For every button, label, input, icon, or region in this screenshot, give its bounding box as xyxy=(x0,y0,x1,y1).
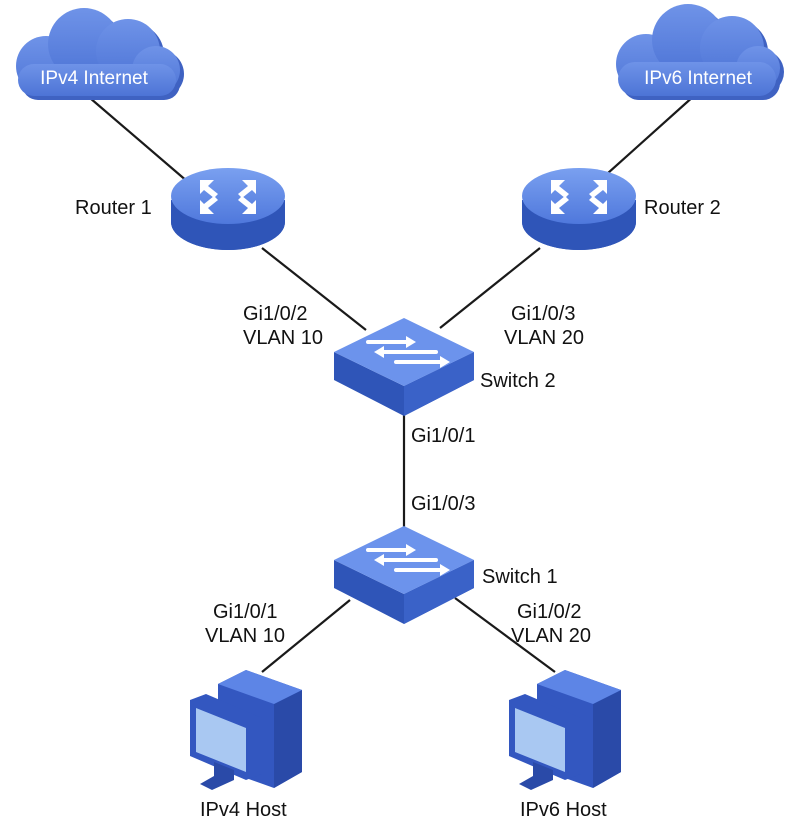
switch-arrowheads-icon xyxy=(374,336,450,368)
router-arrows-icon xyxy=(551,180,607,214)
sw2-port-to-router2: Gi1/0/3 xyxy=(511,303,575,325)
ipv4-internet-cloud: IPv4 Internet xyxy=(16,8,184,100)
link-switch1-host6 xyxy=(454,597,556,673)
switch-arrows-icon xyxy=(366,340,442,364)
monitor-icon xyxy=(190,694,262,790)
router-arrows-icon xyxy=(200,180,256,214)
link-router2-switch2 xyxy=(439,247,541,329)
ipv6-host-label: IPv6 Host xyxy=(520,799,607,821)
sw2-port-down: Gi1/0/1 xyxy=(411,425,475,447)
ipv4-host-label: IPv4 Host xyxy=(200,799,287,821)
sw1-vlan-to-host4: VLAN 10 xyxy=(205,625,285,647)
ipv4-host-computer xyxy=(190,565,302,790)
sw2-vlan-to-router1: VLAN 10 xyxy=(243,327,323,349)
sw1-vlan-to-host6: VLAN 20 xyxy=(511,625,591,647)
switch-arrows-icon xyxy=(366,548,442,572)
switch-1 xyxy=(334,526,474,624)
router-2 xyxy=(522,168,636,250)
link-cloud6-router2 xyxy=(597,94,696,183)
sw1-port-to-host4: Gi1/0/1 xyxy=(213,601,277,623)
router-2-label: Router 2 xyxy=(644,197,721,219)
router-1-label: Router 1 xyxy=(75,197,152,219)
ipv6-host-computer xyxy=(509,670,621,790)
sw1-port-to-host6: Gi1/0/2 xyxy=(517,601,581,623)
switch-1-label: Switch 1 xyxy=(482,566,558,588)
switch-2-label: Switch 2 xyxy=(480,370,556,392)
ipv6-internet-cloud: IPv6 Internet xyxy=(616,4,784,100)
router-1 xyxy=(171,168,285,250)
switch-2 xyxy=(334,318,474,416)
sw2-vlan-to-router2: VLAN 20 xyxy=(504,327,584,349)
ipv4-internet-label: IPv4 Internet xyxy=(40,68,148,89)
link-switch1-host4 xyxy=(261,599,351,673)
sw2-port-to-router1: Gi1/0/2 xyxy=(243,303,307,325)
sw1-port-up: Gi1/0/3 xyxy=(411,493,475,515)
monitor-icon xyxy=(509,694,581,790)
link-router1-switch2 xyxy=(261,247,367,331)
switch-arrowheads-icon xyxy=(374,544,450,576)
ipv6-internet-label: IPv6 Internet xyxy=(644,68,752,89)
link-cloud4-router1 xyxy=(89,97,189,183)
